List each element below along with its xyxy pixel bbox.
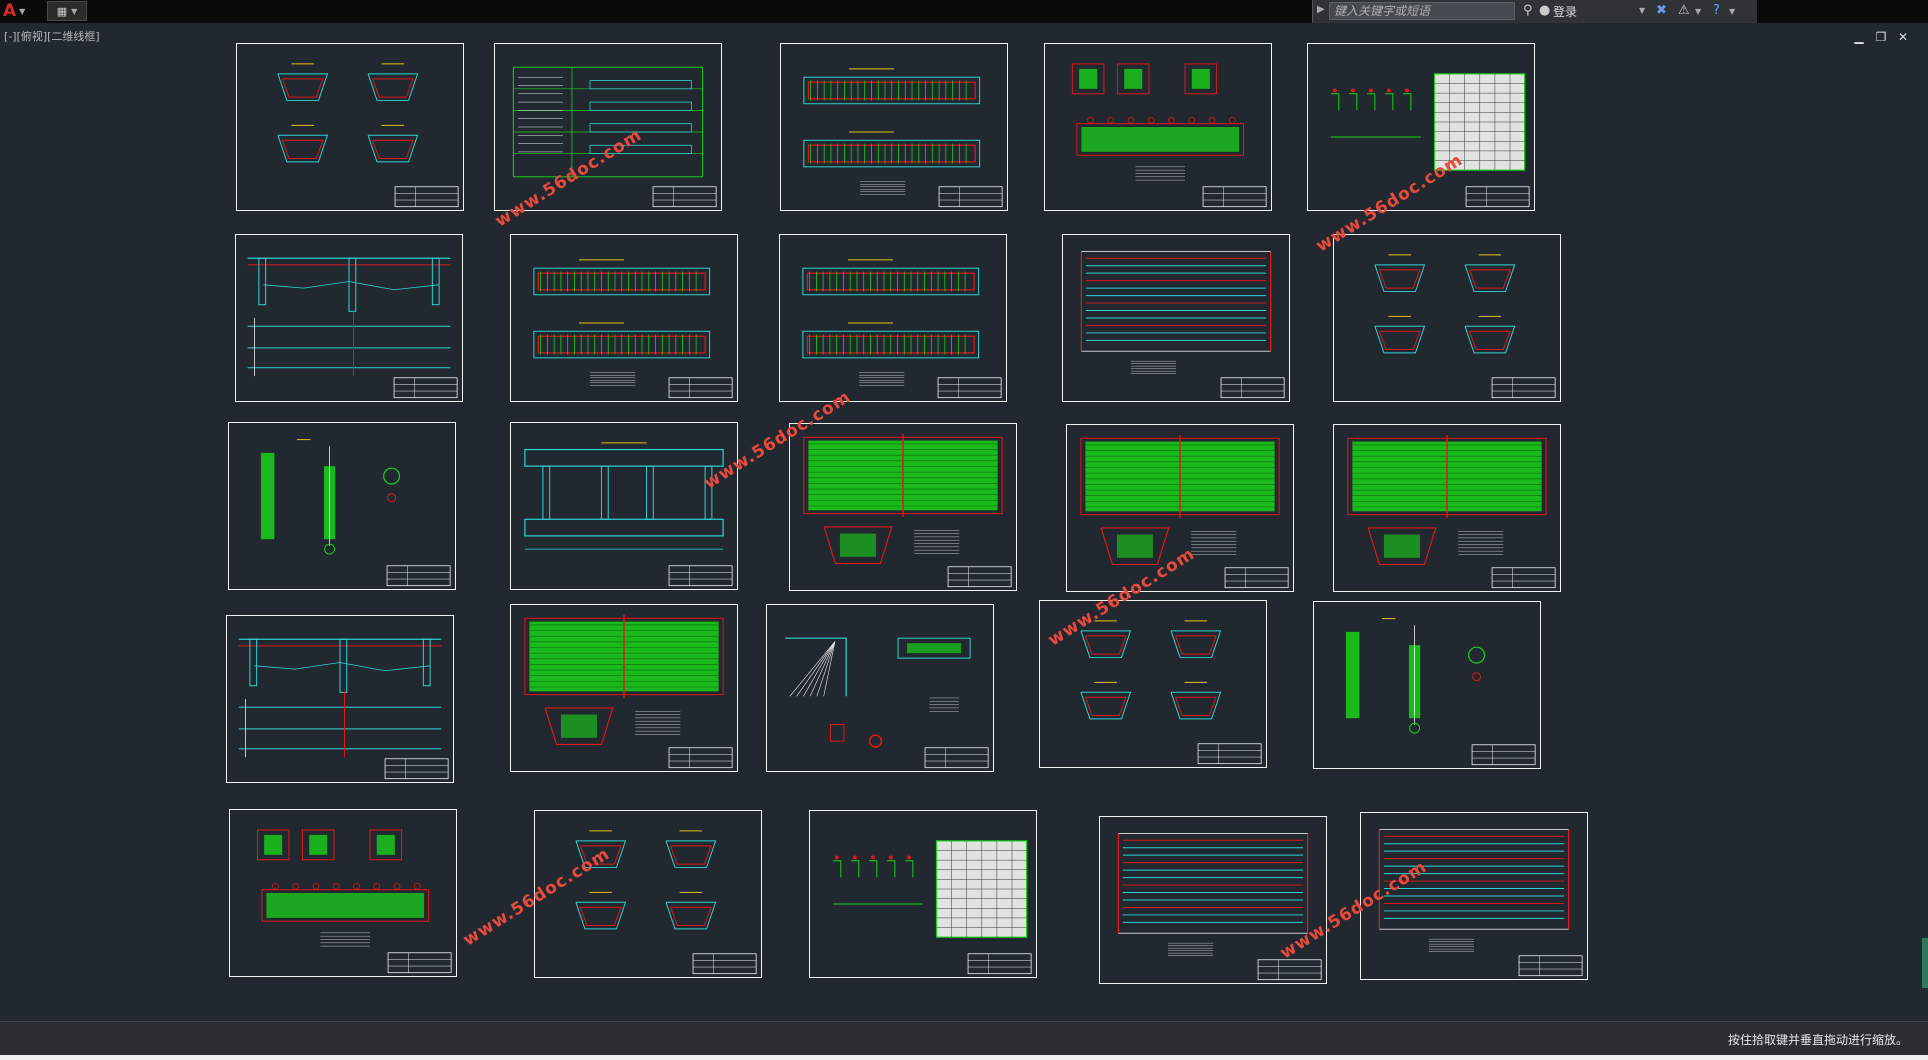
drawing-sheet[interactable] [228, 422, 456, 590]
binoculars-icon[interactable]: ⚲ [1523, 3, 1533, 18]
close-icon[interactable]: ✕ [1897, 30, 1909, 44]
drawing-sheet[interactable] [1044, 43, 1272, 211]
sheet-graphic [803, 433, 1012, 588]
drawing-sheet[interactable] [809, 810, 1037, 978]
drawing-sheet[interactable] [1099, 816, 1327, 984]
sheet-graphic [524, 614, 733, 769]
sheet-graphic [1347, 434, 1556, 589]
sheet-graphic [533, 259, 733, 399]
command-status-bar: 按住拾取键并垂直拖动进行缩放。 [0, 1021, 1928, 1056]
drawing-sheet[interactable] [226, 615, 454, 783]
sheet-graphic [1071, 63, 1267, 208]
sheet-graphic [247, 257, 458, 399]
expand-arrow-icon[interactable]: ▶ [1317, 4, 1325, 15]
drawing-sheet[interactable] [1360, 812, 1588, 980]
sheet-graphic [1345, 618, 1536, 766]
restore-icon[interactable]: ❐ [1875, 30, 1887, 44]
drawing-sheet[interactable] [1333, 234, 1561, 402]
quick-access-icon: ▦ [56, 4, 68, 18]
drawing-sheet[interactable] [1062, 234, 1290, 402]
status-message: 按住拾取键并垂直拖动进行缩放。 [1727, 1033, 1908, 1047]
sheet-graphic [1378, 829, 1583, 977]
drawing-sheet[interactable] [1313, 601, 1541, 769]
autocad-logo-icon: A [3, 1, 17, 21]
sheet-graphic [575, 830, 757, 975]
drawing-sheet[interactable] [236, 43, 464, 211]
sheet-graphic [512, 66, 717, 208]
sheet-graphic [1080, 620, 1262, 765]
title-bar: A ▼ ▦ ▼ ▶ ⚲ ● 登录 ▼ ✖ ⚠ ▼ ? ▼ [0, 0, 1928, 23]
application-menu-button[interactable]: A ▼ [0, 0, 38, 23]
user-icon: ● [1539, 3, 1551, 18]
drawing-sheet[interactable] [534, 810, 762, 978]
sheet-graphic [1330, 73, 1530, 208]
vertical-scrollbar[interactable] [1922, 938, 1928, 988]
drawing-sheet[interactable] [510, 234, 738, 402]
quick-access-toolbar-button[interactable]: ▦ ▼ [47, 1, 87, 21]
info-center-bar: ▶ ⚲ ● 登录 ▼ ✖ ⚠ ▼ ? ▼ [1312, 0, 1757, 23]
sheet-graphic [1374, 254, 1556, 399]
sheet-graphic [785, 637, 989, 769]
drawing-sheet[interactable] [1039, 600, 1267, 768]
window-controls: ▁ ❐ ✕ [1852, 30, 1910, 44]
chevron-down-icon[interactable]: ▼ [1639, 6, 1646, 15]
sheet-graphic [1080, 251, 1285, 399]
sheet-graphic [260, 439, 451, 587]
drawing-sheet[interactable] [510, 604, 738, 772]
drawing-sheet[interactable] [1307, 43, 1535, 211]
help-icon[interactable]: ? [1713, 3, 1720, 18]
sheet-graphic [1117, 833, 1322, 981]
minimize-icon[interactable]: ▁ [1854, 30, 1864, 44]
sheet-graphic [256, 829, 452, 974]
search-input[interactable] [1329, 2, 1515, 20]
drawing-sheet[interactable] [766, 604, 994, 772]
login-button[interactable]: 登录 [1553, 5, 1578, 19]
drawing-sheet[interactable] [1066, 424, 1294, 592]
exchange-icon[interactable]: ✖ [1656, 3, 1667, 18]
chevron-down-icon[interactable]: ▼ [1729, 7, 1736, 16]
chevron-down-icon[interactable]: ▼ [1695, 7, 1702, 16]
bottom-strip [0, 1055, 1928, 1060]
drawing-sheet[interactable] [780, 43, 1008, 211]
sheet-graphic [524, 442, 733, 587]
drawing-sheet[interactable] [510, 422, 738, 590]
sheet-graphic [277, 63, 459, 208]
sheet-graphic [238, 638, 449, 780]
viewport-controls-label[interactable]: [-][俯视][二维线框] [4, 30, 100, 43]
chevron-down-icon: ▼ [19, 7, 26, 16]
star-triangle-icon[interactable]: ⚠ [1678, 3, 1690, 18]
drawing-sheet[interactable] [494, 43, 722, 211]
sheet-graphic [803, 68, 1003, 208]
drawing-sheet[interactable] [1333, 424, 1561, 592]
sheet-graphic [1080, 434, 1289, 589]
drawing-sheet[interactable] [779, 234, 1007, 402]
chevron-down-icon: ▼ [71, 6, 78, 16]
drawing-sheet[interactable] [235, 234, 463, 402]
drawing-sheet[interactable] [229, 809, 457, 977]
sheet-graphic [802, 259, 1002, 399]
sheet-graphic [832, 840, 1032, 975]
drawing-sheet[interactable] [789, 423, 1017, 591]
